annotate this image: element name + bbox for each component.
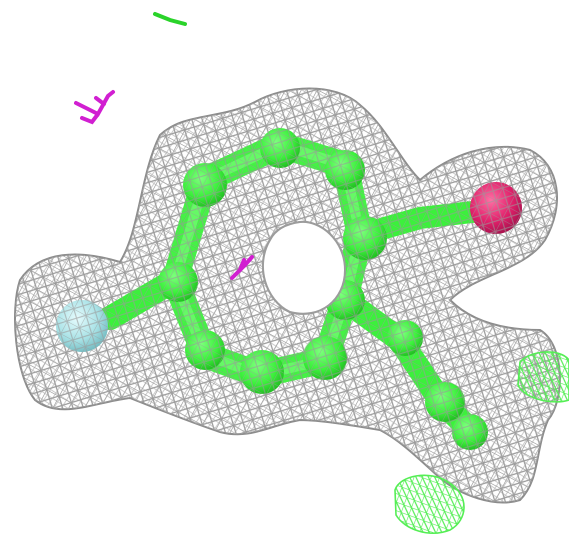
ligand-fragment-icon	[74, 90, 115, 125]
difference-density-right	[517, 351, 569, 403]
ring-hole	[261, 220, 347, 315]
ligand-sticks	[74, 90, 254, 280]
difference-density-blobs	[394, 351, 569, 534]
difference-density-bottom	[394, 474, 465, 534]
density-mesh-overlay	[15, 88, 560, 503]
center-ligand-fragment-icon	[230, 255, 254, 280]
top-carbon-fragment	[153, 12, 187, 26]
